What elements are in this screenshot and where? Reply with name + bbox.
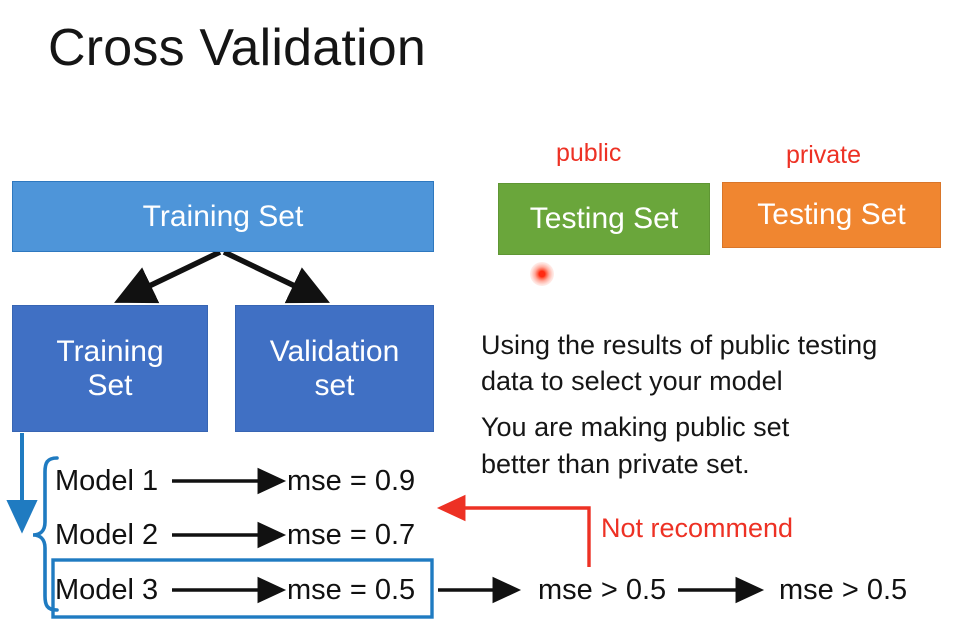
model-1-name: Model 1 — [55, 465, 159, 497]
block-testing-set-public: Testing Set — [498, 183, 710, 255]
model-3-mse: mse = 0.5 — [287, 574, 416, 606]
split-arrow-left — [114, 249, 222, 304]
block-training-set-sub-label-line1: Training — [56, 334, 164, 368]
laser-pointer-dot — [530, 262, 554, 286]
note-line-4: better than private set. — [481, 449, 750, 479]
block-validation-set: Validation set — [235, 305, 434, 432]
private-result-label: mse > 0.5 — [779, 574, 908, 606]
model-2-name: Model 2 — [55, 519, 159, 551]
block-testing-set-private-label: Testing Set — [757, 198, 906, 231]
block-training-set-sub-label-line2: Set — [87, 368, 133, 402]
block-training-set-top-label: Training Set — [142, 199, 304, 233]
label-private-tag: private — [786, 141, 862, 169]
block-validation-set-label-line2: set — [314, 368, 355, 402]
page-title: Cross Validation — [48, 19, 426, 77]
note-line-2: data to select your model — [481, 366, 783, 396]
model-1-mse: mse = 0.9 — [287, 465, 416, 497]
model-3-name: Model 3 — [55, 574, 159, 606]
block-testing-set-private: Testing Set — [722, 182, 941, 248]
block-validation-set-label-line1: Validation — [269, 334, 400, 368]
block-training-set-sub: Training Set — [12, 305, 208, 432]
public-result-label: mse > 0.5 — [538, 574, 667, 606]
note-line-3: You are making public set — [481, 412, 790, 442]
not-recommend-label: Not recommend — [601, 513, 794, 543]
label-public-tag: public — [556, 139, 622, 167]
block-training-set-top: Training Set — [12, 181, 434, 252]
model-group-brace — [32, 456, 59, 612]
split-arrow-right — [222, 249, 330, 304]
not-recommend-feedback-arrow — [436, 494, 591, 567]
note-line-1: Using the results of public testing — [481, 330, 878, 360]
model-2-mse: mse = 0.7 — [287, 519, 416, 551]
block-testing-set-public-label: Testing Set — [529, 202, 679, 235]
